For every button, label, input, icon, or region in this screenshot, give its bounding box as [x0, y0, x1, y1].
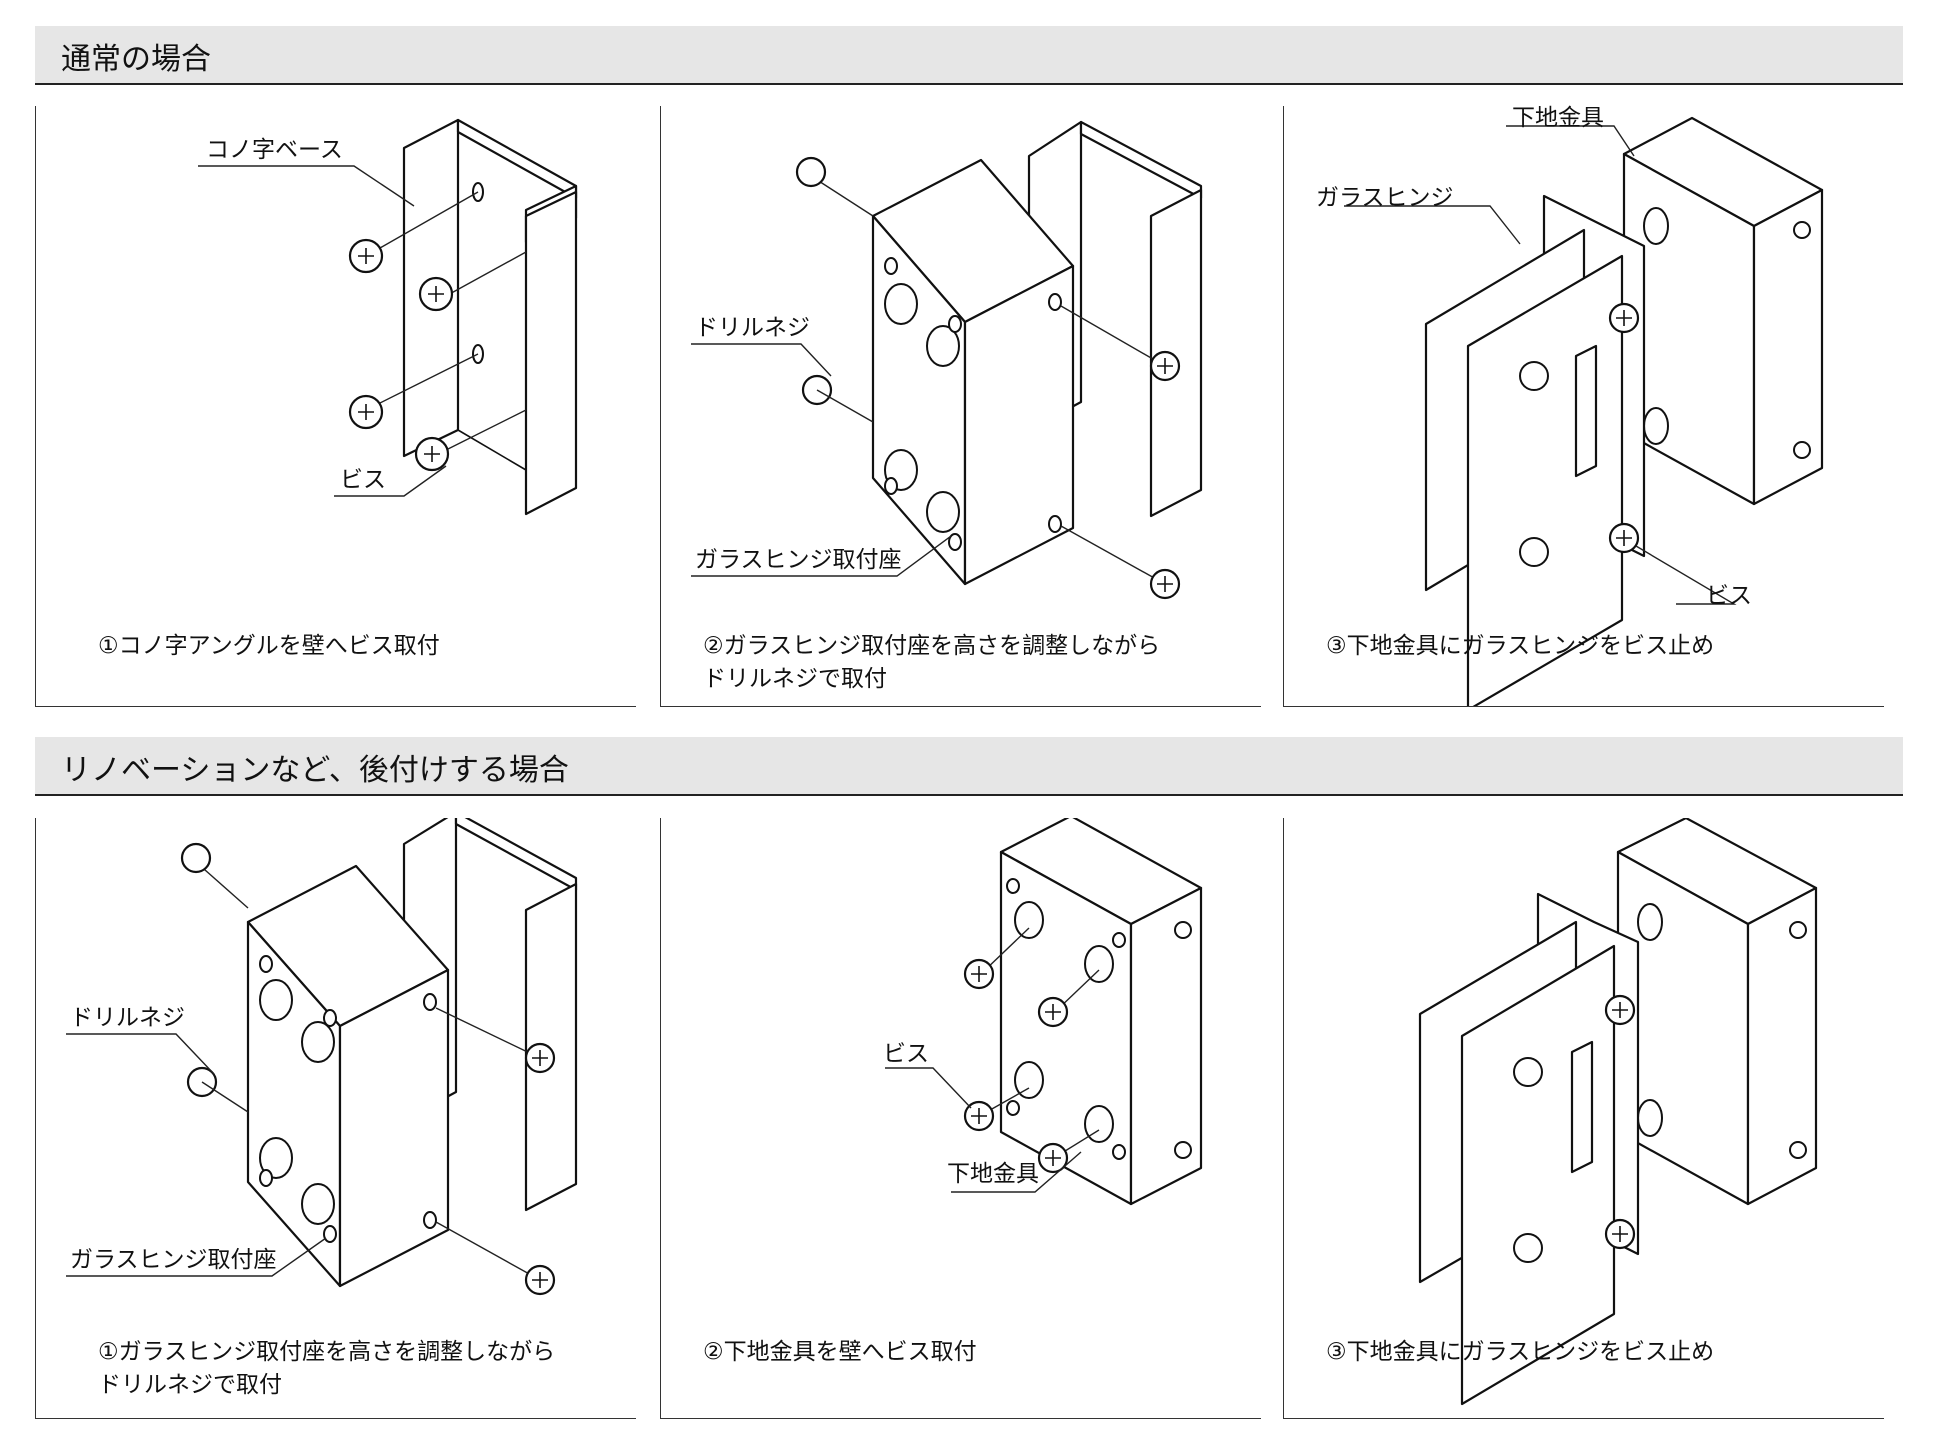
illustration-bracket-glass-hinge: [1344, 116, 1824, 706]
section-title: 通常の場合: [61, 42, 211, 77]
label-screw: ビス: [1706, 583, 1752, 609]
label-channel-base: コノ字ベース: [206, 137, 343, 163]
panel-s1-step2: ドリルネジ ガラスヒンジ取付座 ②ガラスヒンジ取付座を高さを調整しながら ドリル…: [660, 106, 1261, 707]
label-bracket: 下地金具: [1512, 105, 1604, 131]
illustration-hinge-seat-drill-screws: [691, 120, 1203, 600]
label-glass-hinge: ガラスヒンジ: [1316, 185, 1454, 211]
panel-s1-step3: 下地金具 ガラスヒンジ ビス ③下地金具にガラスヒンジをビス止め: [1283, 105, 1884, 707]
label-screw: ビス: [340, 467, 386, 493]
panel-s2-step1: ドリルネジ ガラスヒンジ取付座 ①ガラスヒンジ取付座を高さを調整しながら ドリル…: [35, 818, 636, 1419]
label-hinge-seat: ガラスヒンジ取付座: [70, 1247, 277, 1273]
label-hinge-seat: ガラスヒンジ取付座: [695, 547, 902, 573]
label-drill-screw: ドリルネジ: [695, 315, 810, 341]
illustration-bracket-wall-screws: [885, 818, 1203, 1206]
step-caption-line2: ドリルネジで取付: [98, 1372, 282, 1398]
step-caption-line1: ②ガラスヒンジ取付座を高さを調整しながら: [703, 633, 1161, 659]
step-caption: ③下地金具にガラスヒンジをビス止め: [1326, 633, 1715, 659]
panel-s1-step1: コノ字ベース ビス ①コノ字アングルを壁へビス取付: [35, 106, 636, 707]
section-title: リノベーションなど、後付けする場合: [61, 753, 569, 788]
step-caption: ②下地金具を壁へビス取付: [703, 1339, 977, 1365]
illustration-hinge-seat-drill-screws: [66, 818, 578, 1296]
section-header-normal: 通常の場合: [35, 26, 1903, 85]
label-bracket: 下地金具: [947, 1161, 1039, 1187]
step-caption: ③下地金具にガラスヒンジをビス止め: [1326, 1339, 1715, 1365]
label-screw: ビス: [883, 1041, 929, 1067]
step-caption-line1: ①ガラスヒンジ取付座を高さを調整しながら: [98, 1339, 556, 1365]
panel-s2-step3: ③下地金具にガラスヒンジをビス止め: [1283, 818, 1884, 1419]
illustration-channel-base-screws: [198, 118, 578, 516]
illustration-bracket-glass-hinge: [1418, 818, 1818, 1406]
step-caption-line2: ドリルネジで取付: [703, 666, 887, 692]
step-caption: ①コノ字アングルを壁へビス取付: [98, 633, 440, 659]
section-header-renovation: リノベーションなど、後付けする場合: [35, 737, 1903, 796]
panel-s2-step2: ビス 下地金具 ②下地金具を壁へビス取付: [660, 818, 1261, 1419]
label-drill-screw: ドリルネジ: [70, 1005, 185, 1031]
